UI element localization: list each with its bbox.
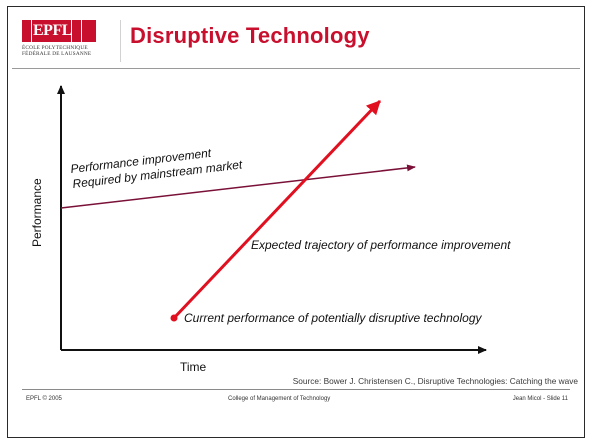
source-citation: Source: Bower J. Christensen C., Disrupt… xyxy=(292,376,578,386)
epfl-wordmark: EPFL xyxy=(33,22,72,39)
slide: EPFL ÉCOLE POLYTECHNIQUE FÉDÉRALE DE LAU… xyxy=(7,6,585,438)
footer-rule xyxy=(22,389,570,390)
slide-title: Disruptive Technology xyxy=(130,23,370,48)
y-axis-label: Performance xyxy=(30,178,44,247)
epfl-subtitle-line-2: FÉDÉRALE DE LAUSANNE xyxy=(22,51,92,57)
title-rule xyxy=(12,68,580,69)
footer-slide-number: Jean Micol - Slide 11 xyxy=(512,396,568,402)
epfl-logo: EPFL ÉCOLE POLYTECHNIQUE FÉDÉRALE DE LAU… xyxy=(22,20,122,68)
epfl-logo-blocks xyxy=(22,20,96,42)
disruptive-trajectory-arrow xyxy=(172,99,382,320)
trajectory-label: Expected trajectory of performance impro… xyxy=(251,238,511,252)
epfl-subtitle-line-1: ÉCOLE POLYTECHNIQUE xyxy=(22,45,88,51)
disruptive-technology-diagram: Performance Time Performance improvement… xyxy=(30,85,511,374)
footer-college: College of Management of Technology xyxy=(228,396,331,402)
mainstream-performance-line xyxy=(60,164,416,209)
x-axis-label: Time xyxy=(180,360,207,374)
footer-copyright: EPFL © 2005 xyxy=(26,396,62,402)
title-separator xyxy=(120,20,121,62)
current-performance-point xyxy=(170,314,178,322)
current-performance-label: Current performance of potentially disru… xyxy=(184,311,482,325)
